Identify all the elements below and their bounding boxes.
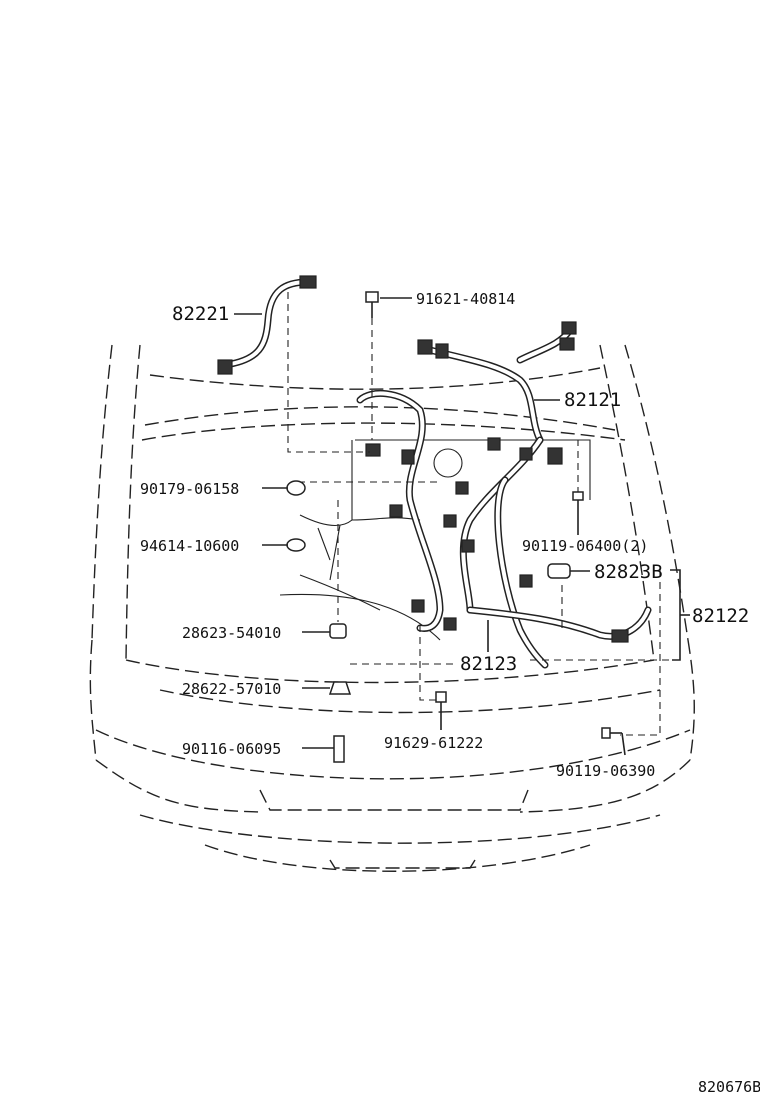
part-labels: 82221 91621-40814 82121 90179-06158 9461… bbox=[140, 290, 760, 1096]
part-clip-90179-06158 bbox=[286, 480, 306, 496]
label-82122: 82122 bbox=[692, 605, 749, 627]
label-82221: 82221 bbox=[172, 303, 229, 325]
part-clamp-82823B bbox=[547, 563, 571, 579]
label-91629-61222: 91629-61222 bbox=[384, 734, 483, 752]
part-28622-57010 bbox=[328, 681, 352, 695]
part-bolt-90119-06390 bbox=[601, 727, 622, 739]
part-bolt-90119-06400 bbox=[572, 491, 584, 520]
part-bolt-91621-40814 bbox=[365, 291, 379, 318]
label-28623-54010: 28623-54010 bbox=[182, 624, 281, 642]
label-90119-06400: 90119-06400(2) bbox=[522, 537, 648, 555]
harness-main bbox=[356, 389, 652, 669]
label-94614-10600: 94614-10600 bbox=[140, 537, 239, 555]
label-82121: 82121 bbox=[564, 389, 621, 411]
label-82823B: 82823B bbox=[594, 561, 663, 583]
solid-leaders bbox=[234, 297, 690, 756]
part-grommet-94614-10600 bbox=[286, 538, 306, 552]
part-stud-90116-06095 bbox=[333, 735, 345, 763]
label-28622-57010: 28622-57010 bbox=[182, 680, 281, 698]
part-bolt-91629-61222 bbox=[435, 691, 447, 716]
label-91621-40814: 91621-40814 bbox=[416, 290, 515, 308]
part-28623-54010 bbox=[329, 623, 347, 639]
car-body-outline bbox=[89, 344, 695, 872]
dashed-leaders bbox=[287, 292, 680, 736]
harness-82221 bbox=[217, 275, 317, 375]
figure-code: 820676B bbox=[698, 1078, 760, 1096]
label-90179-06158: 90179-06158 bbox=[140, 480, 239, 498]
label-90116-06095: 90116-06095 bbox=[182, 740, 281, 758]
harness-82121 bbox=[417, 321, 577, 444]
label-82123: 82123 bbox=[460, 653, 517, 675]
label-90119-06390: 90119-06390 bbox=[556, 762, 655, 780]
